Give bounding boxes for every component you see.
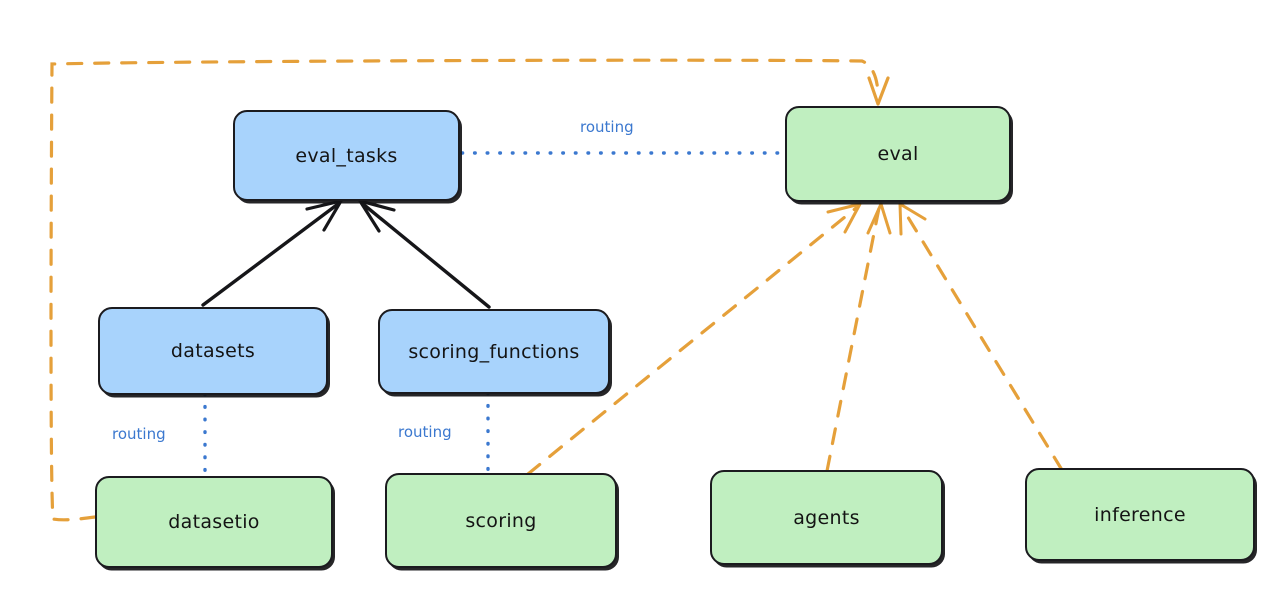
node-label: agents: [793, 506, 860, 529]
edge-inference-to-eval: [898, 202, 1064, 472]
node-label: eval: [877, 143, 919, 165]
edge-label-routing-eval: routing: [580, 118, 634, 136]
edge-scoring_functions-to-eval_tasks: [358, 199, 491, 309]
node-inference[interactable]: inference: [1025, 468, 1255, 561]
node-label: datasets: [170, 340, 256, 362]
edge-scoring-to-eval: [526, 202, 862, 476]
node-scoring-functions[interactable]: scoring_functions: [378, 309, 610, 394]
node-scoring[interactable]: scoring: [385, 473, 617, 568]
node-eval-tasks[interactable]: eval_tasks: [233, 110, 460, 201]
node-label: inference: [1094, 503, 1186, 526]
node-datasetio[interactable]: datasetio: [95, 476, 333, 568]
node-label: datasetio: [168, 511, 260, 533]
node-datasets[interactable]: datasets: [98, 307, 328, 395]
edge-datasets-to-eval_tasks: [201, 199, 343, 307]
node-eval[interactable]: eval: [785, 106, 1011, 202]
edge-label-routing-datasets: routing: [112, 425, 166, 443]
node-label: scoring_functions: [408, 340, 580, 363]
edge-label-routing-scoring: routing: [398, 423, 452, 441]
node-agents[interactable]: agents: [710, 470, 943, 565]
node-label: scoring: [465, 509, 537, 532]
edge-datasetio-to-eval: [49, 58, 890, 522]
edge-agents-to-eval: [825, 202, 892, 473]
node-label: eval_tasks: [295, 144, 398, 167]
